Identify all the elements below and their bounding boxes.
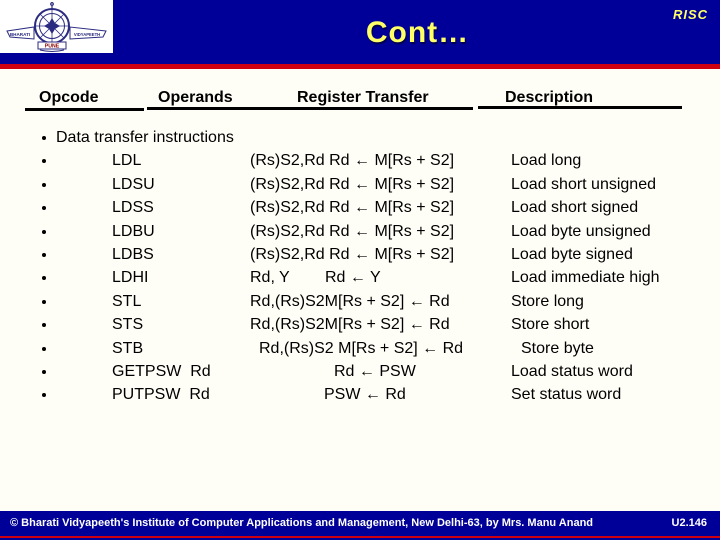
instruction-table: Data transfer instructions LDL (Rs)S2,Rd… (0, 126, 720, 407)
header-band (0, 0, 720, 64)
register-transfer-cell: (Rs)S2,Rd Rd ← M[Rs + S2] (250, 199, 455, 217)
logo-banner-text: PUNE (45, 44, 60, 50)
table-row: LDBS (Rs)S2,Rd Rd ← M[Rs + S2] Load byte… (0, 243, 720, 266)
institute-logo: BHARATI VIDYAPEETH PUNE (0, 0, 113, 53)
table-row: LDSS (Rs)S2,Rd Rd ← M[Rs + S2] Load shor… (0, 196, 720, 219)
opcode-cell: STS (112, 316, 144, 334)
header-red-stripe (0, 64, 720, 69)
description-cell: Load immediate high (511, 269, 660, 287)
bullet-icon (42, 182, 46, 187)
register-transfer-cell: Rd,(Rs)S2 M[Rs + S2] ← Rd (259, 339, 464, 357)
footer-bar: © Bharati Vidyapeeth's Institute of Comp… (0, 511, 720, 540)
description-cell: Load byte unsigned (511, 222, 651, 240)
logo-right-text: VIDYAPEETH (74, 32, 100, 37)
header-underline (147, 107, 473, 110)
logo-left-text: BHARATI (10, 32, 30, 37)
opcode-cell: LDSS (112, 199, 154, 217)
bullet-icon (42, 323, 46, 328)
register-transfer-cell: (Rs)S2,Rd Rd ← M[Rs + S2] (250, 222, 455, 240)
column-header-opcode: Opcode (39, 89, 99, 106)
table-row: LDBU (Rs)S2,Rd Rd ← M[Rs + S2] Load byte… (0, 220, 720, 243)
section-row: Data transfer instructions (0, 126, 720, 149)
description-cell: Store byte (521, 339, 594, 357)
header-underline (478, 106, 682, 109)
column-header-register-transfer: Register Transfer (297, 89, 429, 106)
header-underline (25, 108, 144, 111)
slide-number: U2.146 (671, 517, 707, 529)
unit-label: RISC (672, 7, 708, 22)
bullet-icon (42, 206, 46, 211)
description-cell: Load long (511, 152, 582, 170)
table-row: GETPSW Rd Rd ← PSW Load status word (0, 360, 720, 383)
register-transfer-cell: (Rs)S2,Rd Rd ← M[Rs + S2] (250, 175, 455, 193)
emblem-icon: BHARATI VIDYAPEETH PUNE (6, 2, 107, 52)
bullet-icon (42, 252, 46, 257)
footer-copyright: © Bharati Vidyapeeth's Institute of Comp… (10, 517, 594, 529)
description-cell: Load short signed (511, 199, 639, 217)
description-cell: Set status word (511, 386, 622, 404)
description-cell: Load short unsigned (511, 175, 656, 193)
bullet-icon (42, 159, 46, 164)
register-transfer-cell: PSW ← Rd (324, 386, 406, 404)
opcode-cell: LDBU (112, 222, 155, 240)
bullet-icon (42, 276, 46, 281)
table-row: LDHI Rd, Y Rd ← Y Load immediate high (0, 266, 720, 289)
bullet-icon (42, 393, 46, 398)
description-cell: Store long (511, 292, 584, 310)
bullet-icon (42, 229, 46, 234)
description-cell: Store short (511, 316, 590, 334)
table-row: PUTPSW Rd PSW ← Rd Set status word (0, 383, 720, 406)
opcode-cell: LDL (112, 152, 142, 170)
opcode-cell: PUTPSW Rd (112, 386, 210, 404)
register-transfer-cell: (Rs)S2,Rd Rd ← M[Rs + S2] (250, 152, 455, 170)
opcode-cell: GETPSW Rd (112, 362, 211, 380)
column-header-description: Description (505, 89, 594, 106)
table-row: LDSU (Rs)S2,Rd Rd ← M[Rs + S2] Load shor… (0, 173, 720, 196)
register-transfer-cell: (Rs)S2,Rd Rd ← M[Rs + S2] (250, 245, 455, 263)
bullet-icon (42, 369, 46, 374)
bullet-icon (42, 346, 46, 351)
page-title: Cont… (365, 16, 470, 49)
register-transfer-cell: Rd, Y Rd ← Y (250, 269, 381, 287)
table-row: STS Rd,(Rs)S2M[Rs + S2] ← Rd Store short (0, 313, 720, 336)
table-row: STL Rd,(Rs)S2M[Rs + S2] ← Rd Store long (0, 290, 720, 313)
bullet-icon (42, 136, 46, 140)
description-cell: Load status word (511, 362, 633, 380)
opcode-cell: LDBS (112, 245, 154, 263)
opcode-cell: STB (112, 339, 144, 357)
column-header-operands: Operands (158, 89, 233, 106)
section-label: Data transfer instructions (56, 129, 234, 146)
opcode-cell: LDHI (112, 269, 149, 287)
footer-red-stripe (0, 536, 720, 538)
register-transfer-cell: Rd,(Rs)S2M[Rs + S2] ← Rd (250, 316, 450, 334)
register-transfer-cell: Rd ← PSW (334, 362, 416, 380)
bullet-icon (42, 299, 46, 304)
description-cell: Load byte signed (511, 245, 633, 263)
table-row: LDL (Rs)S2,Rd Rd ← M[Rs + S2] Load long (0, 149, 720, 172)
register-transfer-cell: Rd,(Rs)S2M[Rs + S2] ← Rd (250, 292, 450, 310)
table-row: STB Rd,(Rs)S2 M[Rs + S2] ← Rd Store byte (0, 337, 720, 360)
opcode-cell: LDSU (112, 175, 155, 193)
opcode-cell: STL (112, 292, 142, 310)
